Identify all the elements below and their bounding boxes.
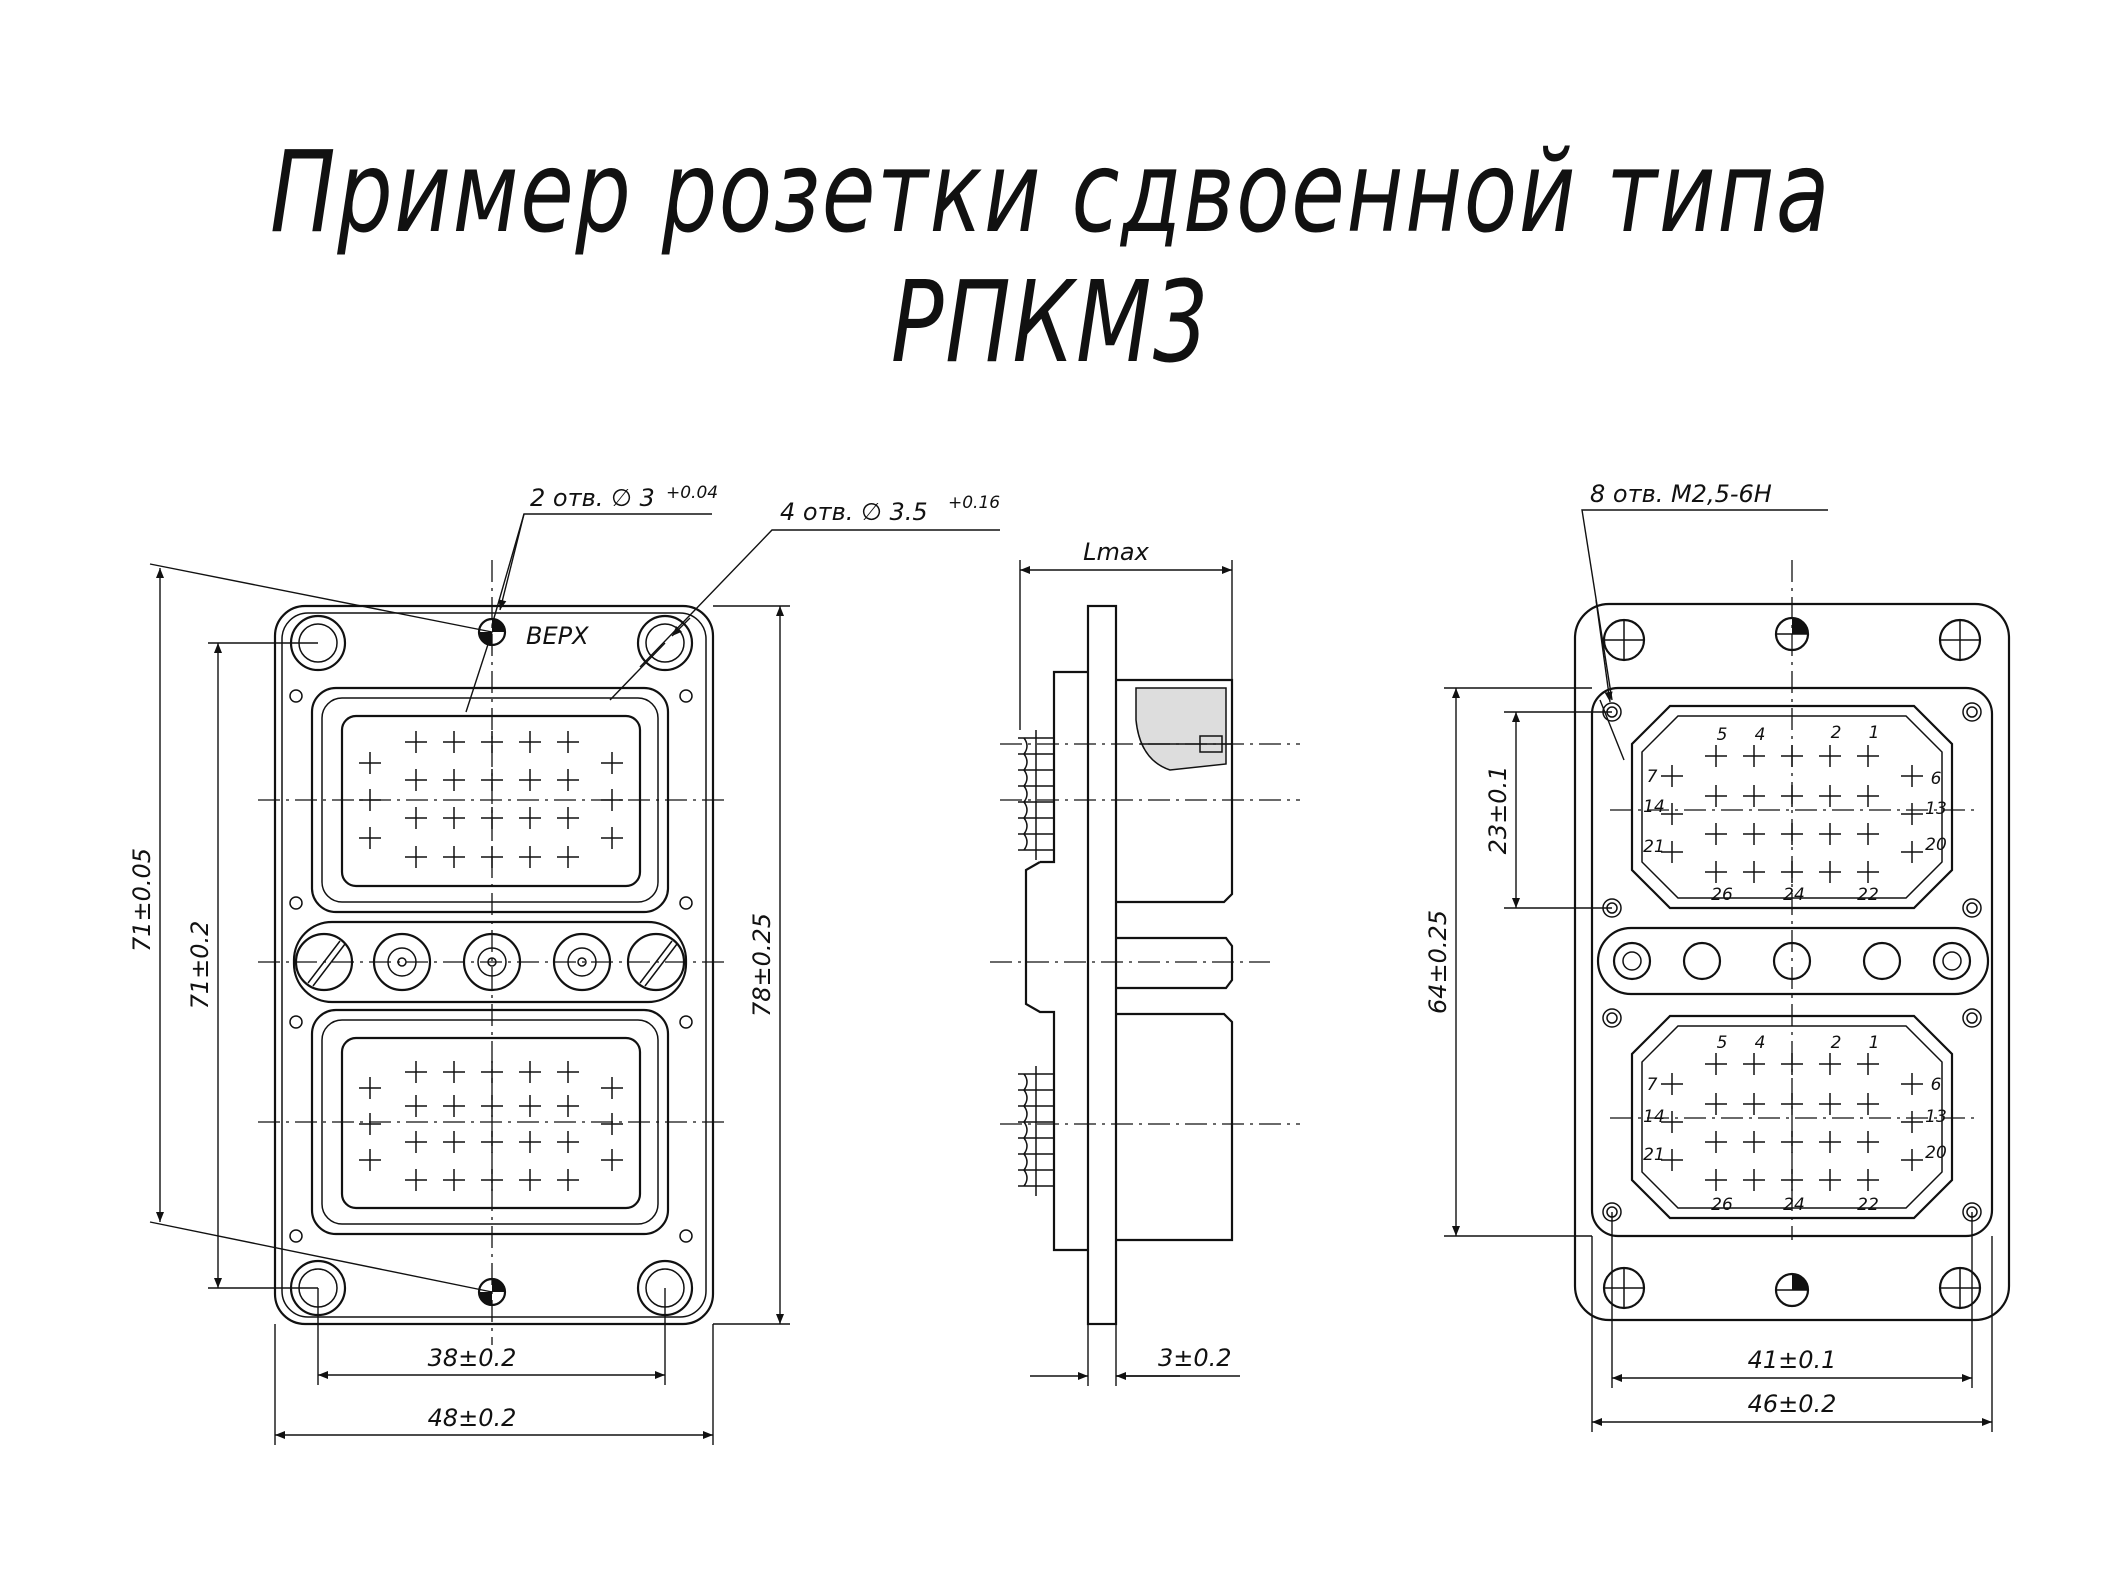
right-threaded-holes xyxy=(1602,702,1982,1222)
callout-holes-4-tolerance: +0.16 xyxy=(948,493,1000,513)
svg-text:13: 13 xyxy=(1925,1107,1947,1127)
right-rear-view: 5 4 2 1 7 6 14 13 21 20 26 24 22 5 4 2 1… xyxy=(1424,480,2011,1432)
svg-text:2: 2 xyxy=(1831,723,1842,743)
svg-text:14: 14 xyxy=(1643,1107,1665,1127)
side-upper-pins xyxy=(1018,730,1054,860)
svg-text:4: 4 xyxy=(1755,1033,1766,1053)
right-lower-pin-labels: 5 4 2 1 7 6 14 13 21 20 26 24 22 xyxy=(1643,1033,1947,1215)
dim-width-38: 38±0.2 xyxy=(428,1344,517,1372)
svg-text:21: 21 xyxy=(1643,837,1665,857)
side-view: Lmax 3±0.2 xyxy=(990,538,1300,1386)
svg-text:7: 7 xyxy=(1647,1075,1658,1095)
marking-verkh: ВЕРХ xyxy=(526,622,589,650)
callout-holes-4: 4 отв. ∅ 3.5 xyxy=(780,498,928,526)
svg-text:1: 1 xyxy=(1869,723,1880,743)
svg-text:7: 7 xyxy=(1647,767,1658,787)
dim-lmax: Lmax xyxy=(1083,538,1149,566)
svg-text:20: 20 xyxy=(1925,1143,1947,1163)
right-upper-pins xyxy=(1660,744,1924,884)
left-front-view: 2 отв. ∅ 3 +0.04 4 отв. ∅ 3.5 +0.16 ВЕРХ… xyxy=(128,483,1000,1445)
svg-text:26: 26 xyxy=(1711,885,1733,905)
svg-text:5: 5 xyxy=(1717,725,1728,745)
dim-width-46: 46±0.2 xyxy=(1748,1390,1837,1418)
svg-text:1: 1 xyxy=(1869,1033,1880,1053)
dim-height-78: 78±0.25 xyxy=(748,913,776,1017)
drawing-title: Пример розетки сдвоенной типа РПКМ3 xyxy=(270,128,1831,388)
right-upper-pin-labels: 5 4 2 1 7 6 14 13 21 20 26 24 22 xyxy=(1643,723,1947,905)
left-flange-outline xyxy=(273,604,715,1326)
left-lower-pins xyxy=(358,1060,624,1192)
svg-text:20: 20 xyxy=(1925,835,1947,855)
svg-text:2: 2 xyxy=(1831,1033,1842,1053)
svg-text:26: 26 xyxy=(1711,1195,1733,1215)
svg-text:22: 22 xyxy=(1857,1195,1879,1215)
dim-height-64: 64±0.25 xyxy=(1424,910,1452,1014)
svg-text:22: 22 xyxy=(1857,885,1879,905)
dim-flange-3: 3±0.2 xyxy=(1158,1344,1232,1372)
svg-text:6: 6 xyxy=(1931,1075,1942,1095)
svg-text:13: 13 xyxy=(1925,799,1947,819)
side-flange xyxy=(1086,604,1118,1326)
svg-text:4: 4 xyxy=(1755,725,1766,745)
svg-text:5: 5 xyxy=(1717,1033,1728,1053)
dim-width-48: 48±0.2 xyxy=(428,1404,517,1432)
dim-height-71-02: 71±0.2 xyxy=(186,921,214,1010)
callout-holes-2-tolerance: +0.04 xyxy=(666,483,718,503)
dim-height-71-005: 71±0.05 xyxy=(128,848,156,952)
svg-text:21: 21 xyxy=(1643,1145,1665,1165)
svg-text:24: 24 xyxy=(1783,1195,1805,1215)
dim-width-41: 41±0.1 xyxy=(1748,1346,1837,1374)
callout-holes-2: 2 отв. ∅ 3 xyxy=(530,484,655,512)
svg-text:6: 6 xyxy=(1931,769,1942,789)
side-lower-pins xyxy=(1018,1066,1054,1196)
svg-text:24: 24 xyxy=(1783,885,1805,905)
dim-height-23: 23±0.1 xyxy=(1484,766,1512,855)
svg-text:14: 14 xyxy=(1643,797,1665,817)
callout-threads-m25: 8 отв. М2,5-6Н xyxy=(1590,480,1772,508)
